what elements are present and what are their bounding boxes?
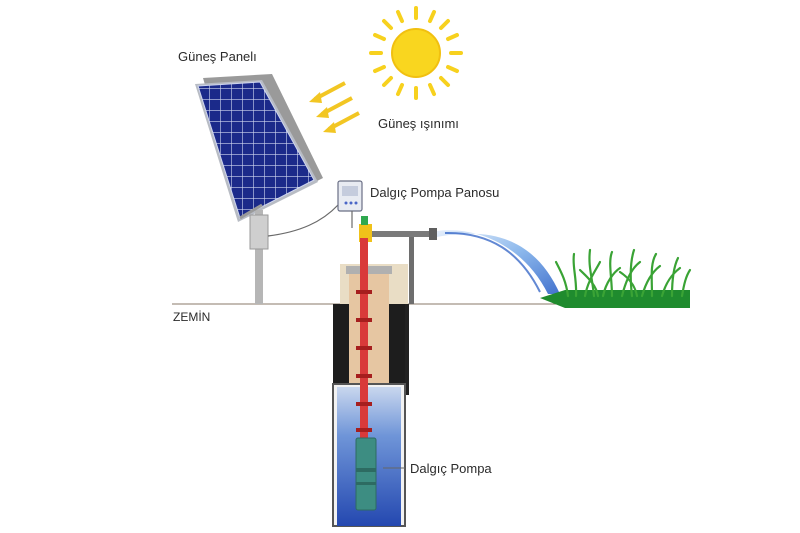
label-ground: ZEMİN: [173, 310, 211, 324]
riser-pipe: [356, 238, 372, 438]
label-solar-panel: Güneş Panelı: [178, 49, 257, 64]
sun-icon: [369, 6, 463, 100]
solar-panel-icon: [195, 74, 323, 304]
grass: [540, 248, 692, 308]
submersible-pump-icon: [355, 437, 377, 511]
label-pump: Dalgıç Pompa: [410, 461, 492, 476]
control-box-icon: [337, 180, 363, 228]
water-stream: [437, 230, 560, 294]
sun-ray-arrows: [309, 81, 360, 133]
label-controller: Dalgıç Pompa Panosu: [370, 185, 500, 200]
panel-cable: [267, 204, 339, 237]
outlet-pipe: [359, 216, 437, 304]
label-sun-rays: Güneş ışınımı: [378, 116, 459, 131]
